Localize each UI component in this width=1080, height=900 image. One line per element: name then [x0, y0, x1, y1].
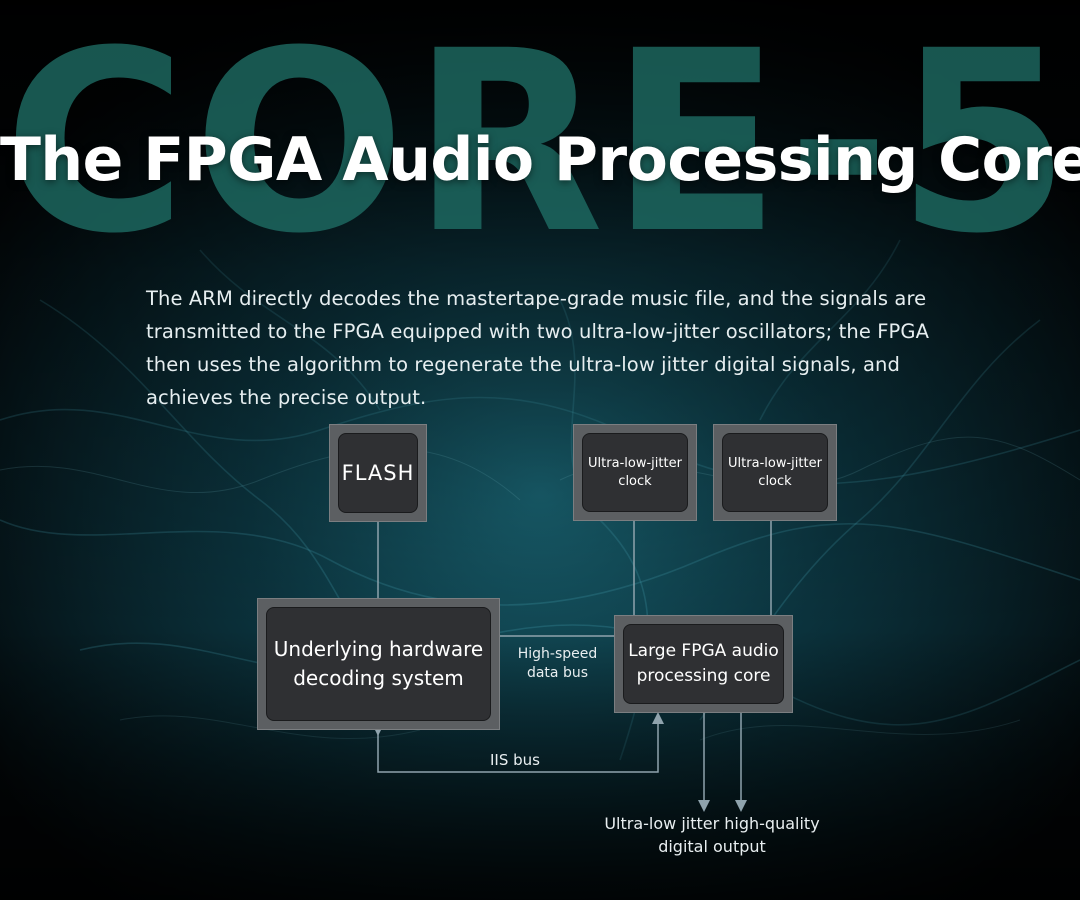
description: The ARM directly decodes the mastertape-…	[146, 282, 956, 414]
description-line: achieves the precise output.	[146, 386, 427, 409]
clock-2-label-line: clock	[758, 473, 792, 489]
flash-label: FLASH	[341, 461, 415, 485]
data-bus-label: High-speed data bus	[500, 645, 615, 683]
iis-bus-line	[372, 712, 664, 773]
description-line: The ARM directly decodes the mastertape-…	[146, 287, 927, 310]
description-line: transmitted to the FPGA equipped with tw…	[146, 320, 930, 343]
core-watermark: CORE-5	[3, 0, 1077, 288]
clock-box-1: Ultra-low-jitter clock	[573, 424, 697, 521]
fpga-box: Large FPGA audio processing core	[614, 615, 793, 713]
decoder-label-line: Underlying hardware	[273, 637, 484, 661]
description-line: then uses the algorithm to regenerate th…	[146, 353, 900, 376]
output-label: Ultra-low jitter high-quality digital ou…	[572, 812, 852, 858]
clock-1-label-line: clock	[618, 473, 652, 489]
decoder-box: Underlying hardware decoding system	[257, 598, 500, 730]
flash-box: FLASH	[329, 424, 427, 522]
clock-box-2: Ultra-low-jitter clock	[713, 424, 837, 521]
decoder-label-line: decoding system	[293, 666, 464, 690]
output-label-line: digital output	[658, 837, 766, 856]
clock-2-label-line: Ultra-low-jitter	[728, 455, 822, 471]
output-label-line: Ultra-low jitter high-quality	[604, 814, 820, 833]
iis-bus-label-text: IIS bus	[490, 751, 540, 769]
iis-bus-label: IIS bus	[468, 750, 562, 770]
fpga-label-line: Large FPGA audio	[628, 641, 779, 661]
page-title: The FPGA Audio Processing Core	[0, 125, 1080, 195]
data-bus-label-line: data bus	[526, 665, 589, 681]
clock-1-label-line: Ultra-low-jitter	[588, 455, 682, 471]
fpga-label-line: processing core	[636, 666, 771, 686]
data-bus-label-line: High-speed	[517, 646, 598, 662]
